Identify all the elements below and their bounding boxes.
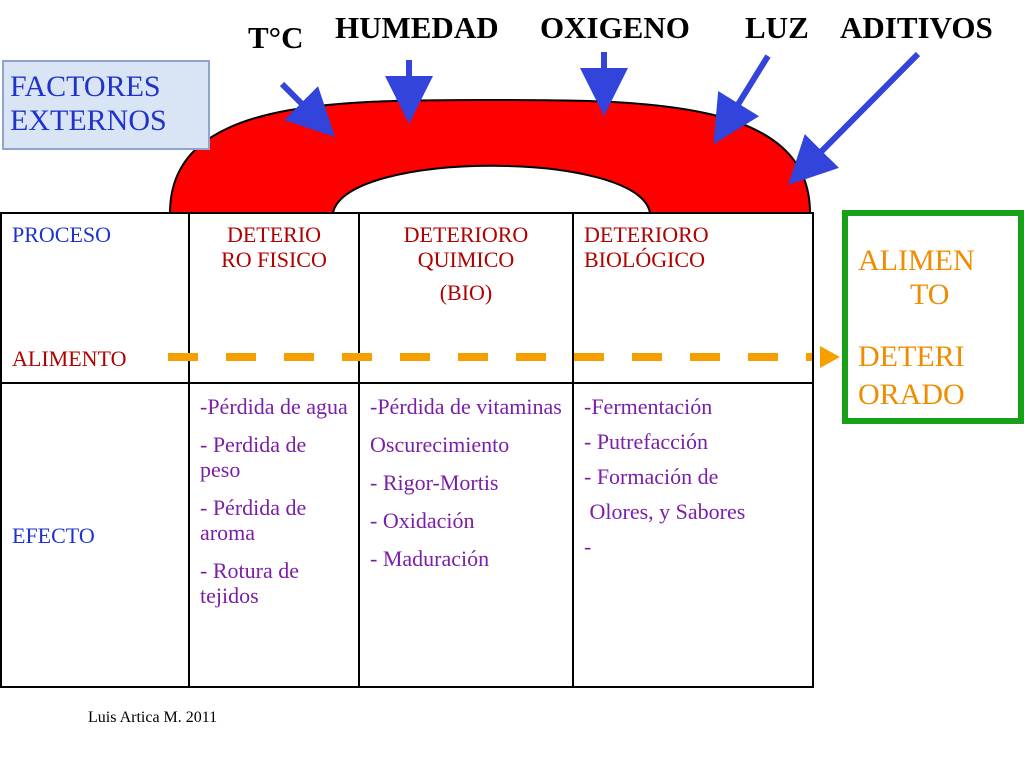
factor-temp: T°C — [248, 20, 304, 55]
effect-quimico-3: - Rigor-Mortis — [370, 470, 499, 495]
header-biologico-line1: DETERIORO — [584, 222, 709, 247]
effect-quimico-5: - Maduración — [370, 546, 490, 571]
cell-header-biologico: DETERIORO BIOLÓGICO — [572, 212, 814, 384]
cell-header-quimico: DETERIORO QUIMICO (BIO) — [358, 212, 574, 384]
externos-line1: FACTORES — [10, 70, 161, 103]
alimento-deteriorado-box: ALIMEN TO DETERI ORADO — [842, 210, 1024, 424]
label-alimento: ALIMENTO — [12, 346, 127, 371]
cell-effects-quimico: -Pérdida de vitaminas Oscurecimiento - R… — [358, 382, 574, 688]
header-fisico-line1: DETERIO — [226, 222, 322, 247]
header-quimico-line3: (BIO) — [439, 280, 493, 305]
effect-fisico-4: - Rotura de tejidos — [200, 558, 299, 608]
arrow-temp — [279, 81, 335, 137]
effect-biologico-1: -Fermentación — [584, 394, 713, 419]
footer-author: Luis Artica M. 2011 — [88, 709, 218, 726]
effect-quimico-1: -Pérdida de vitaminas — [370, 394, 562, 419]
header-quimico-line1: DETERIORO — [403, 222, 529, 247]
factor-oxigeno: OXIGENO — [540, 10, 690, 45]
header-biologico-line2: BIOLÓGICO — [584, 247, 705, 272]
table-row-effects: EFECTO -Pérdida de agua - Perdida de pes… — [0, 382, 814, 688]
result-line2: TO — [910, 278, 950, 311]
effect-biologico-2: - Putrefacción — [584, 429, 708, 454]
header-fisico-line2: RO FISICO — [221, 247, 327, 272]
red-arch — [168, 98, 812, 214]
arrow-aditivos — [788, 51, 921, 186]
deterioration-table: PROCESO ALIMENTO DETERIO RO FISICO DETER… — [0, 212, 814, 688]
table-row-process: PROCESO ALIMENTO DETERIO RO FISICO DETER… — [0, 212, 814, 384]
effect-quimico-2: Oscurecimiento — [370, 432, 510, 457]
header-quimico-line2: QUIMICO — [417, 247, 515, 272]
factor-luz: LUZ — [745, 10, 809, 45]
cell-effects-biologico: -Fermentación - Putrefacción - Formación… — [572, 382, 814, 688]
effect-quimico-4: - Oxidación — [370, 508, 475, 533]
factores-externos-box: FACTORES EXTERNOS — [2, 60, 210, 150]
effect-fisico-1: -Pérdida de agua — [200, 394, 348, 419]
effect-biologico-4: Olores, y Sabores — [584, 499, 746, 524]
label-proceso: PROCESO — [12, 222, 112, 247]
cell-efecto: EFECTO — [0, 382, 190, 688]
externos-line2: EXTERNOS — [10, 104, 167, 137]
result-line4: ORADO — [858, 378, 965, 411]
label-efecto: EFECTO — [12, 522, 95, 548]
effect-fisico-2: - Perdida de peso — [200, 432, 307, 482]
effect-fisico-3: - Pérdida de aroma — [200, 495, 307, 545]
factor-humedad: HUMEDAD — [335, 10, 499, 45]
effect-biologico-5: - — [584, 534, 592, 559]
cell-effects-fisico: -Pérdida de agua - Perdida de peso - Pér… — [188, 382, 360, 688]
cell-proceso: PROCESO ALIMENTO — [0, 212, 190, 384]
effect-biologico-3: - Formación de — [584, 464, 719, 489]
result-line3: DETERI — [858, 340, 965, 373]
arrow-luz — [713, 54, 771, 145]
factor-aditivos: ADITIVOS — [840, 10, 993, 45]
cell-header-fisico: DETERIO RO FISICO — [188, 212, 360, 384]
result-line1: ALIMEN — [858, 244, 975, 277]
